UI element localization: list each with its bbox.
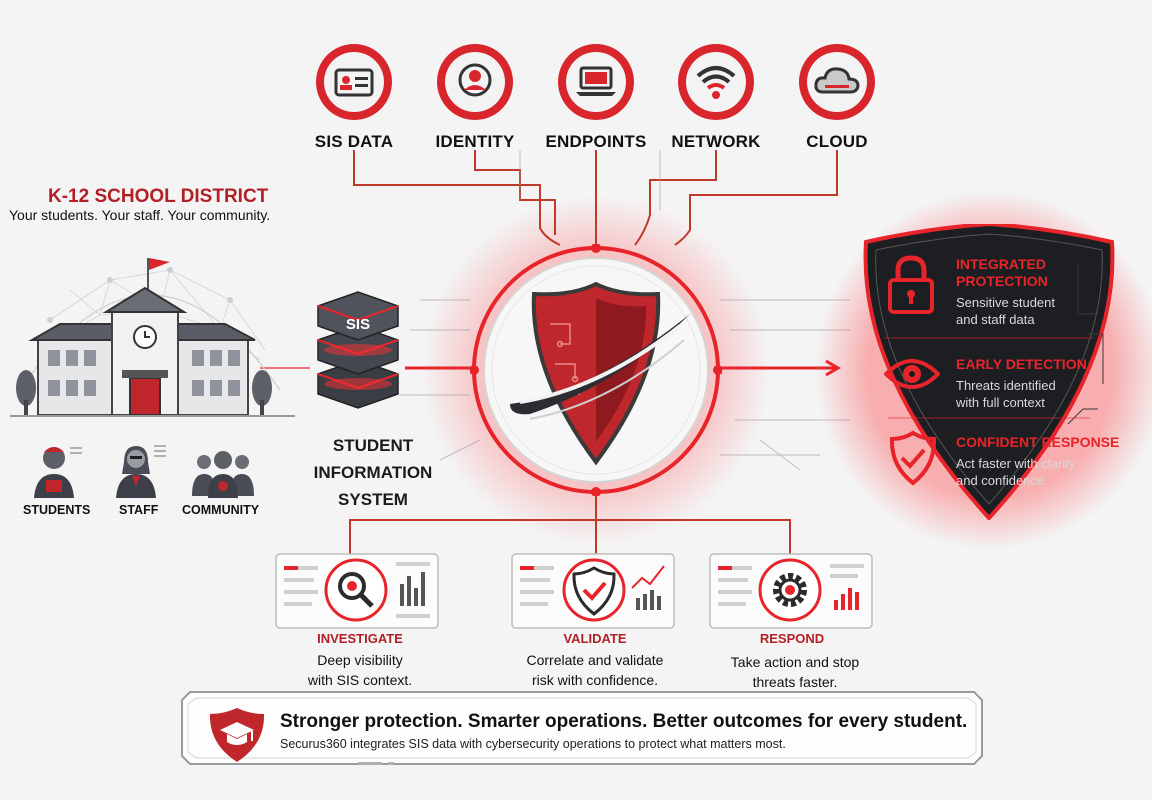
- step-desc-line: risk with confidence.: [531, 672, 659, 688]
- shield-item-integrated-protection: INTEGRATED PROTECTION Sensitive student …: [956, 256, 1055, 328]
- district-title: K-12 SCHOOL DISTRICT: [48, 186, 269, 207]
- step-desc-line: Deep visibility: [317, 652, 403, 668]
- sis-title-line: INFORMATION: [313, 463, 433, 482]
- shield-item-desc: and staff data: [956, 312, 1035, 327]
- people-label-students: STUDENTS: [23, 503, 91, 517]
- source-network: NETWORK: [661, 40, 771, 152]
- step-title-respond: RESPOND: [759, 631, 825, 646]
- step-desc-line: Correlate and validate: [526, 652, 664, 668]
- lock-icon: [884, 254, 938, 316]
- sis-badge: SIS: [345, 316, 371, 333]
- shield-item-desc: and confidence: [956, 473, 1045, 488]
- source-endpoints: ENDPOINTS: [541, 40, 651, 152]
- central-shield-hub: [470, 244, 722, 496]
- step-card-validate: [508, 548, 678, 633]
- magnifier-icon: [338, 572, 374, 608]
- database-stack-icon: [308, 282, 408, 412]
- step-desc-validate: Correlate and validate risk with confide…: [495, 650, 695, 690]
- staff-icon: [112, 440, 168, 500]
- shield-item-confident-response: CONFIDENT RESPONSE Act faster with clari…: [956, 434, 1119, 489]
- step-desc-respond: Take action and stop threats faster.: [700, 652, 890, 692]
- source-identity: IDENTITY: [420, 40, 530, 152]
- people-label-staff: STAFF: [119, 503, 159, 517]
- shield-item-desc: Sensitive student: [956, 295, 1056, 310]
- step-desc-line: Take action and stop: [730, 654, 860, 670]
- shield-item-title: PROTECTION: [956, 273, 1048, 289]
- step-desc-investigate: Deep visibility with SIS context.: [270, 650, 450, 690]
- step-desc-line: with SIS context.: [307, 672, 413, 688]
- shield-item-desc: Threats identified: [956, 378, 1056, 393]
- graduation-cap-shield-icon: [208, 706, 266, 764]
- eye-icon: [884, 354, 940, 394]
- school-building-icon: [10, 240, 295, 435]
- banner: [178, 688, 986, 768]
- shield-item-title: INTEGRATED: [956, 256, 1046, 272]
- wifi-icon: [674, 40, 758, 124]
- shield-item-title: CONFIDENT RESPONSE: [956, 434, 1120, 450]
- source-label: NETWORK: [671, 132, 761, 151]
- banner-headline: Stronger protection. Smarter operations.…: [280, 711, 968, 732]
- district-subtitle: Your students. Your staff. Your communit…: [9, 207, 271, 223]
- source-label: IDENTITY: [435, 132, 515, 151]
- source-sis-data: SIS DATA: [299, 40, 409, 152]
- banner-subtext: Securus360 integrates SIS data with cybe…: [280, 737, 786, 751]
- step-card-respond: [706, 548, 876, 633]
- step-title-investigate: INVESTIGATE: [317, 631, 403, 646]
- shield-item-desc: Act faster with clarity: [956, 456, 1076, 471]
- source-label: CLOUD: [806, 132, 868, 151]
- laptop-icon: [554, 40, 638, 124]
- sis-title: STUDENT INFORMATION SYSTEM: [298, 432, 448, 513]
- step-title-validate: VALIDATE: [563, 631, 627, 646]
- shield-item-desc: with full context: [956, 395, 1045, 410]
- gear-icon: [773, 573, 807, 607]
- people-label-community: COMMUNITY: [182, 503, 260, 517]
- shield-item-early-detection: EARLY DETECTION Threats identified with …: [956, 356, 1087, 411]
- sis-title-line: STUDENT: [332, 436, 414, 455]
- shield-item-title: EARLY DETECTION: [956, 356, 1087, 372]
- source-label: SIS DATA: [314, 132, 394, 151]
- user-icon: [433, 40, 517, 124]
- id-card-icon: [312, 40, 396, 124]
- source-label: ENDPOINTS: [545, 132, 647, 151]
- step-desc-line: threats faster.: [752, 674, 838, 690]
- source-cloud: CLOUD: [782, 40, 892, 152]
- community-icon: [190, 446, 256, 500]
- check-shield-icon: [888, 430, 938, 486]
- sis-title-line: SYSTEM: [338, 490, 408, 509]
- students-icon: [30, 440, 86, 500]
- step-card-investigate: [272, 548, 442, 633]
- cloud-icon: [795, 40, 879, 124]
